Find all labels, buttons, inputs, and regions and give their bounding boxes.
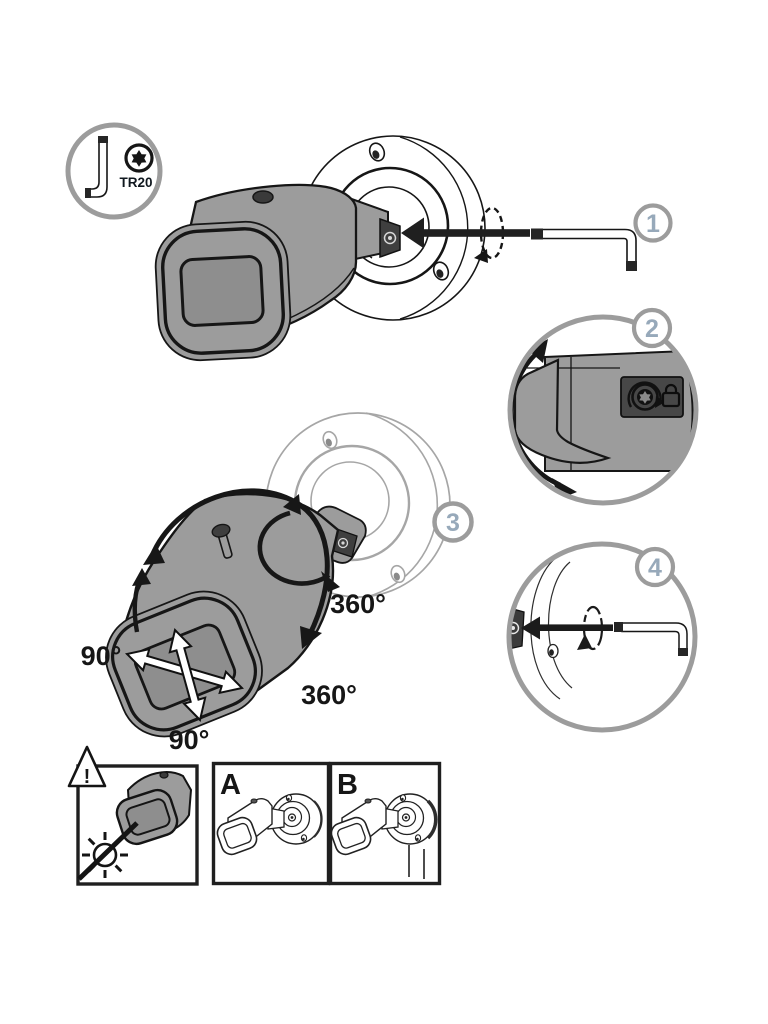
mount-screw [432,261,450,281]
locking-screw [211,523,233,559]
tilt-label: 90° [169,725,210,755]
step-1-illustration: 1 [154,135,673,362]
step-number: 3 [446,509,460,537]
torx-key-icon [531,228,637,271]
step-badge-1: 1 [633,203,673,243]
torx-screw-icon [124,143,154,173]
step-3-illustration: 360° 360° 90° 90° 3 [81,412,474,755]
adjustment-panel [620,376,684,418]
cables [408,845,425,879]
locking-screw [252,190,274,204]
torx-screw-icon [631,383,659,411]
mount-screw [390,564,406,584]
plate-shadow [426,799,438,840]
option-label: B [337,769,358,801]
option-panel-a: A [211,761,331,886]
pan-cross-arrow [125,628,244,723]
torx-key-icon [614,622,688,656]
step-badge-3: 3 [432,501,474,543]
bullet-camera [105,492,340,738]
insert-arrow-icon [401,217,530,249]
rotation-label: 360° [301,680,357,710]
step-number: 2 [645,315,659,343]
tool-size-label: TR20 [119,175,152,190]
bullet-camera [154,183,358,362]
option-label: A [220,769,241,801]
warning-panel: ! [67,745,199,886]
lock-icon [661,383,681,408]
warning-triangle-icon: ! [67,745,107,788]
step-number: 4 [648,554,662,582]
torx-key-icon [85,136,108,198]
rotation-arrow-icon [627,381,665,408]
tilt-arrow [132,568,151,633]
mount-screw [322,430,338,450]
option-panel-b: B [327,761,442,886]
callout-ring [506,541,698,733]
exclamation-mark: ! [84,766,91,788]
step-number: 1 [646,210,660,238]
step-2-callout: 2 [507,307,699,506]
tr20-callout: TR20 [65,122,163,220]
no-direct-light-icon [77,821,139,881]
callout-ring [507,314,699,506]
step-badge-2: 2 [631,307,673,349]
tilt-label: 90° [81,641,122,671]
mount-screw [368,142,386,162]
mount-rotation-arrow [257,494,340,592]
callout-ring [65,122,163,220]
lens-window [179,255,265,327]
rotation-label: 360° [330,589,386,619]
insert-arrow-icon [521,616,613,640]
step-4-callout: 4 [506,541,698,733]
step-badge-4: 4 [634,546,676,588]
